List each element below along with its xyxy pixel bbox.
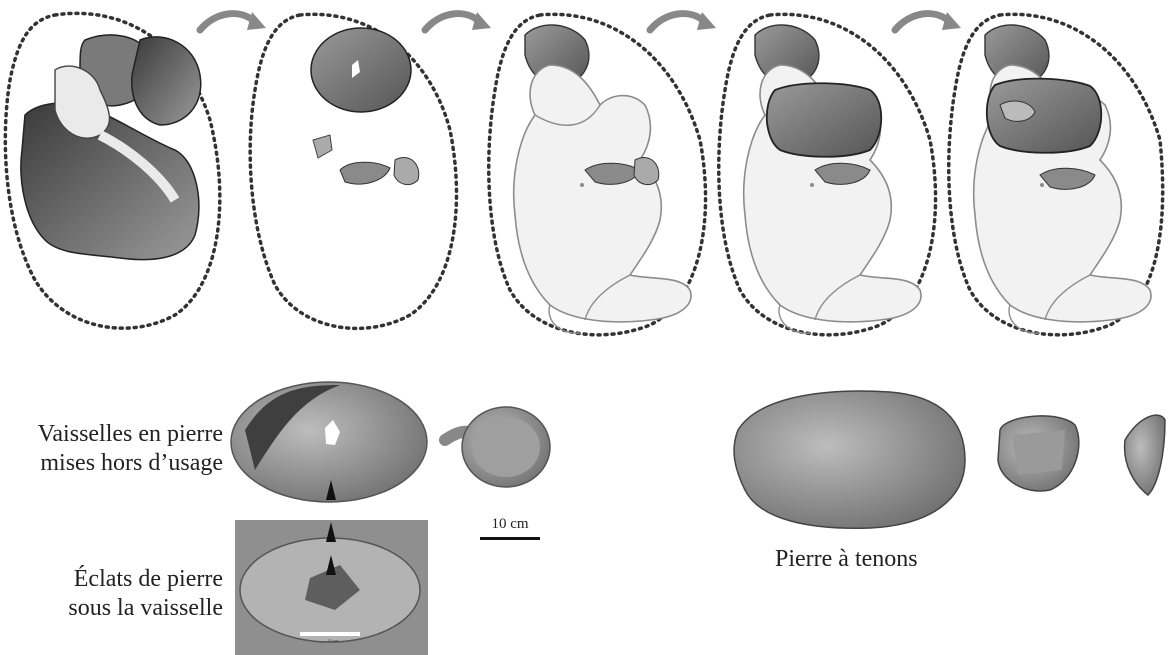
figure-icon: [514, 65, 691, 333]
small-vessel-photo: [998, 416, 1079, 491]
vessels-label-line2: mises hors d’usage: [38, 449, 223, 478]
panel-4: [719, 14, 936, 335]
vessel-photo-small: [445, 407, 550, 487]
vessels-label: Vaisselles en pierre mises hors d’usage: [38, 420, 223, 478]
vessels-label-line1: Vaisselles en pierre: [38, 420, 223, 449]
flakes-label-line2: sous la vaisselle: [68, 594, 223, 623]
flakes-label-line1: Éclats de pierre: [68, 565, 223, 594]
tenon-stone-label-text: Pierre à tenons: [775, 545, 918, 574]
panel-5: [949, 14, 1163, 335]
panel-3: [489, 14, 706, 335]
panel-2: [250, 14, 456, 328]
figure-icon: [21, 103, 199, 260]
arrow-icon: [200, 12, 266, 30]
scale-bar: 10 cm: [470, 516, 550, 540]
stone-icon: [767, 83, 881, 157]
scale-bar-line: [480, 537, 540, 540]
flakes-photo: [235, 520, 428, 655]
flakes-label: Éclats de pierre sous la vaisselle: [68, 565, 223, 623]
arrow-icon: [895, 12, 961, 30]
tenon-stone-photo: [734, 391, 965, 528]
fragment-photo: [1125, 415, 1165, 495]
panel-1: [5, 13, 220, 328]
vessel-photo-large: [231, 382, 427, 502]
tenon-stone-label: Pierre à tenons: [775, 545, 918, 574]
vessel-icon: [311, 28, 411, 112]
scale-bar-label: 10 cm: [491, 516, 528, 532]
arrow-icon: [650, 12, 716, 30]
photo-scale-label: 10 cm: [318, 638, 348, 643]
arrow-icon: [425, 12, 491, 30]
